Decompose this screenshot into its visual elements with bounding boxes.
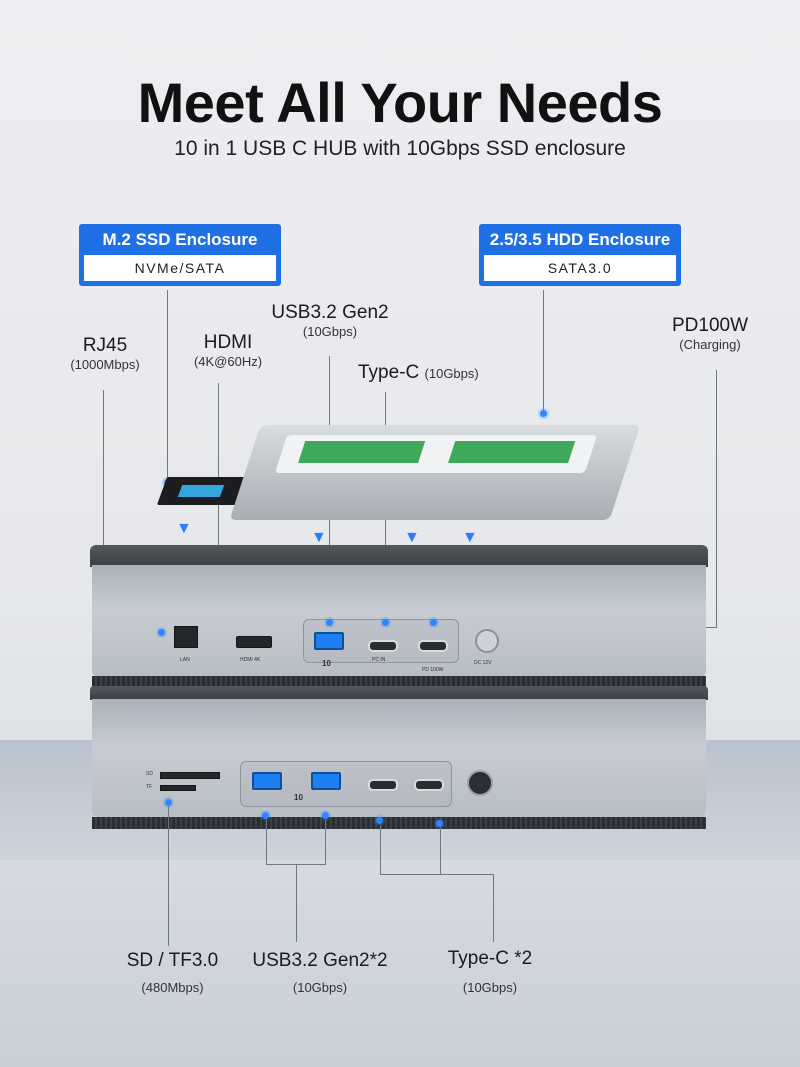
line-m2 xyxy=(167,290,168,482)
label-typec-top-spec: (10Gbps) xyxy=(424,366,479,381)
label-hdmi-spec: (4K@60Hz) xyxy=(193,354,263,369)
line-usb-b1 xyxy=(266,820,267,864)
label-hdmi: HDMI (4K@60Hz) xyxy=(178,332,278,369)
line-typec-b2 xyxy=(440,828,441,874)
label-hdmi-name: HDMI xyxy=(203,332,253,353)
label-usb-top-spec: (10Gbps) xyxy=(302,324,358,339)
m2-enclosure-box: M.2 SSD Enclosure NVMe/SATA xyxy=(79,224,281,286)
usb-a-port-1-icon xyxy=(252,772,282,790)
tf-slot-icon xyxy=(160,785,196,791)
line-typec-bh xyxy=(380,874,493,875)
typec-top-dot xyxy=(382,619,389,626)
typec-pd-port-icon xyxy=(418,640,448,652)
line-hdd xyxy=(543,290,544,412)
hdd-dot xyxy=(540,410,547,417)
arrow-down-icon: ▼ xyxy=(462,529,478,546)
hdd-image xyxy=(229,425,641,520)
label-sd-name: SD / TF3.0 xyxy=(126,950,219,971)
line-hdmi xyxy=(218,383,219,643)
usb-bottom-dot-1 xyxy=(262,812,269,819)
line-typec-b1 xyxy=(380,826,381,874)
line-usb-b2 xyxy=(325,820,326,864)
hdmi-print: HDMI 4K xyxy=(240,657,261,663)
arrow-down-icon: ▼ xyxy=(176,520,192,537)
typec-port-icon xyxy=(368,640,398,652)
line-rj45 xyxy=(103,390,104,633)
power-button[interactable] xyxy=(467,770,493,796)
typec-port-1-icon xyxy=(368,779,398,791)
typec-port-2-icon xyxy=(414,779,444,791)
label-rj45: RJ45 (1000Mbps) xyxy=(55,335,155,372)
dc-jack-icon xyxy=(475,629,499,653)
label-typec-top-name: Type-C xyxy=(358,362,420,383)
top-port-bay xyxy=(303,619,459,663)
label-pd-spec: (Charging) xyxy=(679,337,741,352)
line-typec-bv xyxy=(493,874,494,942)
label-sd: SD / TF3.0 (480Mbps) xyxy=(110,950,235,995)
label-usb-bottom-name: USB3.2 Gen2*2 xyxy=(252,950,388,971)
tf-print: TF xyxy=(146,784,153,790)
page-subtitle: 10 in 1 USB C HUB with 10Gbps SSD enclos… xyxy=(174,137,626,160)
label-typec-bottom-name: Type-C *2 xyxy=(447,948,533,969)
usb-top-dot xyxy=(326,619,333,626)
hdd-enclosure-box: 2.5/3.5 HDD Enclosure SATA3.0 xyxy=(479,224,681,286)
pd-print: PD 100W xyxy=(422,667,444,673)
typec-bottom-dot-1 xyxy=(376,817,383,824)
pc-in-print: PC IN xyxy=(372,657,386,663)
label-rj45-name: RJ45 xyxy=(82,335,128,356)
label-typec-bottom-spec: (10Gbps) xyxy=(462,980,518,995)
top-unit-lid xyxy=(90,545,708,567)
label-usb-bottom-spec: (10Gbps) xyxy=(292,980,348,995)
bottom-unit-lid xyxy=(90,686,708,700)
lan-port-icon xyxy=(174,626,198,648)
line-usb-bv xyxy=(296,864,297,942)
line-sd xyxy=(168,806,169,946)
bottom-unit-body xyxy=(92,699,706,817)
label-usb-bottom: USB3.2 Gen2*2 (10Gbps) xyxy=(235,950,405,995)
label-typec-top: Type-C (10Gbps) xyxy=(358,362,518,384)
usb-a-port-icon xyxy=(314,632,344,650)
sd-print: SD xyxy=(146,771,153,777)
rj45-dot xyxy=(158,629,165,636)
hdd-enclosure-spec: SATA3.0 xyxy=(484,255,676,281)
bottom-port-bay xyxy=(240,761,452,807)
page-title: Meet All Your Needs xyxy=(137,71,663,134)
typec-bottom-dot-2 xyxy=(436,820,443,827)
sd-dot xyxy=(165,799,172,806)
bottom-unit-grille xyxy=(92,817,706,829)
label-typec-bottom: Type-C *2 (10Gbps) xyxy=(425,948,555,995)
label-usb-top-name: USB3.2 Gen2 xyxy=(271,302,389,323)
pd-dot xyxy=(430,619,437,626)
m2-enclosure-title: M.2 SSD Enclosure xyxy=(102,230,258,249)
label-pd: PD100W (Charging) xyxy=(660,315,760,352)
label-usb-top: USB3.2 Gen2 (10Gbps) xyxy=(250,302,410,339)
hdd-enclosure-title: 2.5/3.5 HDD Enclosure xyxy=(489,230,671,249)
sd-slot-icon xyxy=(160,772,220,779)
dc-print: DC 12V xyxy=(474,660,492,666)
arrow-down-icon: ▼ xyxy=(311,529,327,546)
usb-bottom-dot-2 xyxy=(322,812,329,819)
lan-print: LAN xyxy=(180,657,190,663)
ten-gbps-badge: 10 xyxy=(322,659,331,668)
label-rj45-spec: (1000Mbps) xyxy=(70,357,140,372)
usb-a-port-2-icon xyxy=(311,772,341,790)
line-pd xyxy=(716,370,717,628)
ten-gbps-badge-bottom: 10 xyxy=(294,793,303,802)
hdmi-port-icon xyxy=(236,636,272,648)
m2-enclosure-spec: NVMe/SATA xyxy=(84,255,276,281)
top-unit-body xyxy=(92,565,706,677)
label-sd-spec: (480Mbps) xyxy=(141,980,204,995)
label-pd-name: PD100W xyxy=(671,315,749,336)
arrow-down-icon: ▼ xyxy=(404,529,420,546)
